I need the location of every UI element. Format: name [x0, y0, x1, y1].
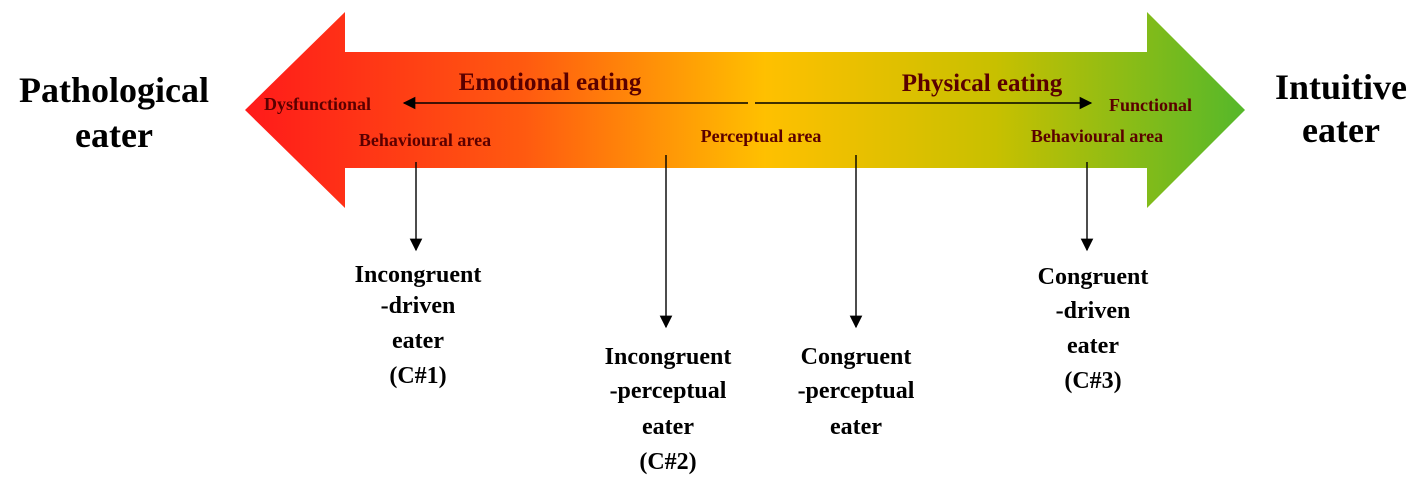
intuitive-eater-line2: eater: [1302, 110, 1380, 150]
incongruent-perceptual-line4: (C#2): [639, 449, 696, 475]
incongruent-driven-line1: Incongruent: [355, 262, 482, 288]
incongruent-perceptual-line3: eater: [642, 414, 694, 440]
dysfunctional-label: Dysfunctional: [264, 94, 371, 114]
incongruent-perceptual-eater: Incongruent -perceptual eater (C#2): [605, 344, 732, 475]
congruent-driven-line2: -driven: [1056, 298, 1131, 324]
incongruent-perceptual-line1: Incongruent: [605, 344, 732, 370]
congruent-perceptual-line3: eater: [830, 414, 882, 440]
incongruent-driven-line2: -driven: [381, 293, 456, 319]
congruent-driven-eater: Congruent -driven eater (C#3): [1038, 264, 1149, 394]
congruent-perceptual-eater: Congruent -perceptual eater: [798, 344, 915, 440]
pathological-eater-line2: eater: [75, 115, 153, 155]
incongruent-perceptual-line2: -perceptual: [610, 378, 727, 404]
intuitive-eater-line1: Intuitive: [1275, 67, 1407, 107]
congruent-perceptual-line2: -perceptual: [798, 378, 915, 404]
incongruent-driven-line4: (C#1): [389, 363, 446, 389]
right-behavioural-area-label: Behavioural area: [1031, 126, 1163, 146]
perceptual-area-label: Perceptual area: [701, 126, 822, 146]
pathological-eater-line1: Pathological: [19, 70, 209, 110]
functional-label: Functional: [1109, 95, 1192, 115]
spectrum-double-arrow: [245, 12, 1245, 208]
congruent-driven-line1: Congruent: [1038, 264, 1149, 290]
incongruent-driven-line3: eater: [392, 328, 444, 354]
physical-eating-title: Physical eating: [902, 70, 1063, 97]
congruent-driven-line3: eater: [1067, 333, 1119, 359]
emotional-eating-title: Emotional eating: [459, 69, 642, 96]
congruent-driven-line4: (C#3): [1064, 368, 1121, 394]
congruent-perceptual-line1: Congruent: [801, 344, 912, 370]
incongruent-driven-eater: Incongruent -driven eater (C#1): [355, 262, 482, 389]
left-behavioural-area-label: Behavioural area: [359, 130, 491, 150]
